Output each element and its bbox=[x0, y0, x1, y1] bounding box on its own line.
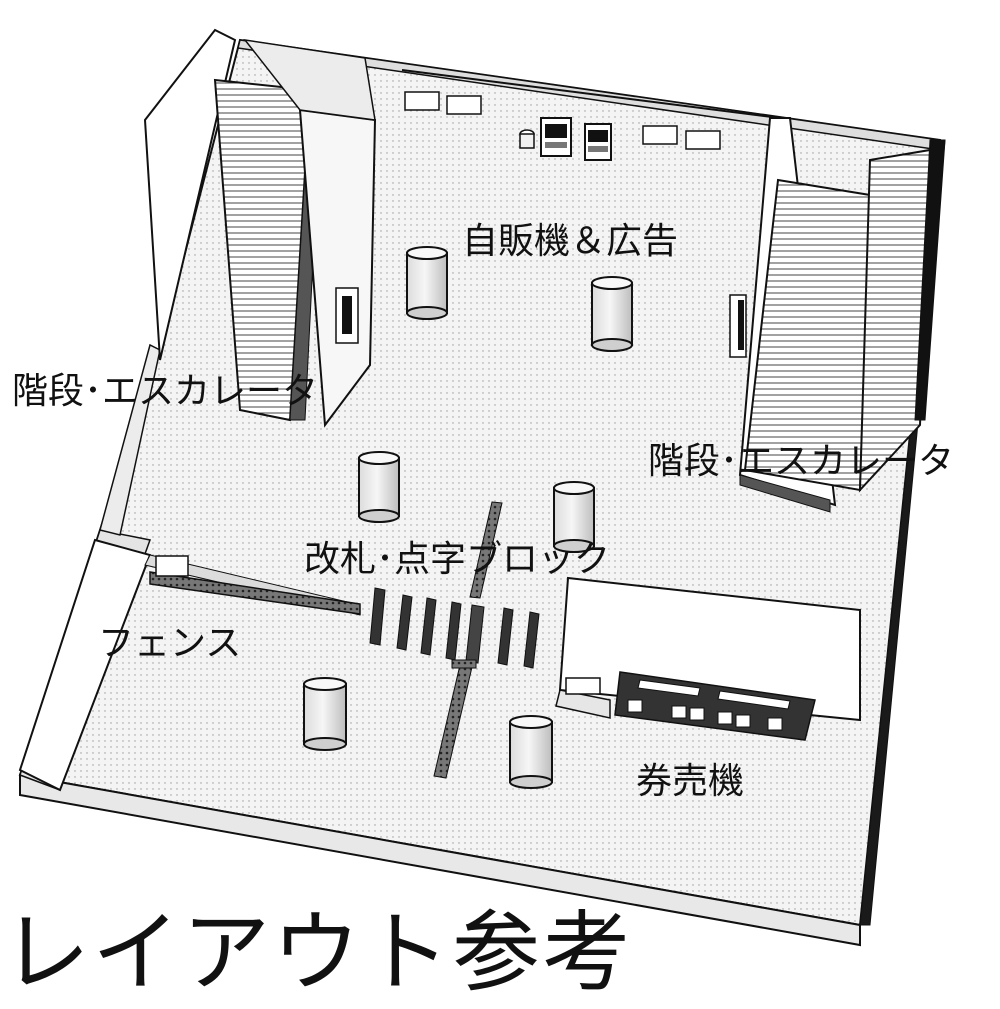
left-back-wall bbox=[99, 343, 161, 536]
braille-block-upper bbox=[469, 501, 503, 599]
fence-block bbox=[18, 538, 152, 792]
label-fence: フェンス bbox=[98, 623, 242, 664]
label-stairs-escalator-left: 階段･エスカレータ bbox=[12, 371, 319, 412]
pillar bbox=[591, 276, 633, 352]
fence bbox=[149, 571, 361, 615]
pillar bbox=[553, 481, 595, 553]
braille-block-pad bbox=[451, 659, 477, 669]
front-wall bbox=[19, 773, 861, 947]
page-title: レイアウト参考 bbox=[2, 901, 633, 1004]
label-stairs-escalator-right: 階段･エスカレータ bbox=[648, 441, 955, 482]
pillar bbox=[358, 451, 400, 523]
back-wall-features bbox=[401, 69, 781, 161]
right-escalator bbox=[729, 117, 946, 513]
label-ticket-machines: 券売機 bbox=[636, 761, 745, 802]
pillar bbox=[303, 677, 347, 751]
left-escalator bbox=[143, 28, 377, 428]
label-vending-ads: 自販機＆広告 bbox=[462, 221, 679, 262]
ticket-machine-block bbox=[555, 576, 861, 741]
fence-end-box bbox=[155, 555, 189, 577]
vending-machine-1 bbox=[540, 117, 572, 157]
ticket-gates bbox=[369, 587, 540, 669]
vending-machine-2 bbox=[584, 123, 612, 161]
pillars bbox=[303, 246, 633, 789]
label-gates-braille: 改札･点字ブロック bbox=[304, 539, 611, 580]
pillar bbox=[509, 715, 553, 789]
pillar bbox=[406, 246, 448, 320]
